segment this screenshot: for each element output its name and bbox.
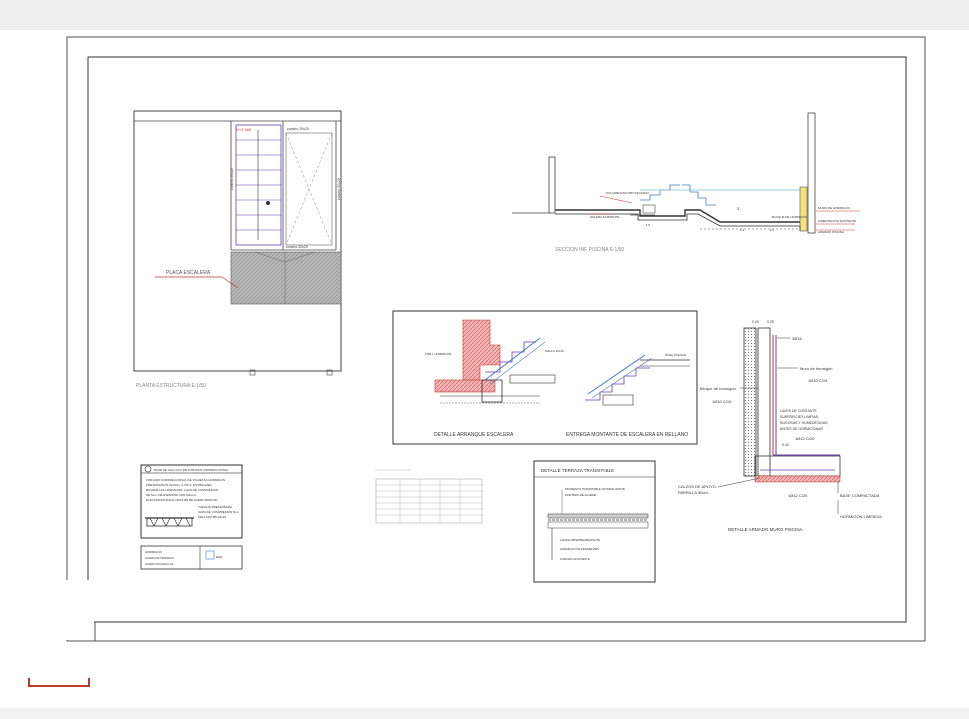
seccion-title: SECCION INF PISCINA E:1/50	[555, 247, 624, 253]
placa-escalera	[230, 251, 342, 305]
scale-bar-tick-left	[28, 678, 30, 687]
forjado-text-1: FORJADO UNIDIRECCIONAL DE VIGUETAS HORMI…	[146, 478, 225, 482]
terraza-title: DETALLE TERRAZA TRANSITABLE	[541, 468, 614, 473]
seccion-label-cimentacion: CIMENTACIÓN EXISTENTE	[818, 218, 856, 223]
schedule-table	[375, 469, 483, 524]
muro-limpieza-label: HORMIGON LIMPIEZA	[840, 514, 882, 519]
terraza-label-5: FORJADO EXISTENTE	[560, 557, 590, 561]
muro-parrilla-label: PARRILLA 50cm.	[678, 490, 709, 495]
muro-note-4: ANTES DE HORMIGONAR	[780, 427, 823, 431]
detalle-terraza: DETALLE TERRAZA TRANSITABLE PAVIMENTO TR…	[533, 460, 656, 583]
forjado-sub-2: CAPA DE COMPRESION 5cm.	[198, 510, 240, 514]
muro-dim-top-right: 0.25	[767, 320, 774, 324]
escalera-caption-left: DETALLE ARRANQUE ESCALERA	[434, 432, 514, 438]
scale-bar	[28, 685, 90, 687]
planta-estructura: N+2.480 zuncho 20x20 zuncho 20x20 zuncho…	[133, 110, 342, 389]
planta-label-mid: zuncho 20x20	[286, 245, 308, 249]
muro-rebar-base: 1Ø12 C/20	[788, 493, 808, 498]
forjado-sub-3: MALLAZO Ø5-15x15	[198, 515, 226, 519]
planta-label-top: zuncho 20x20	[287, 127, 309, 131]
escalera-label-malla: MALLA 15x15	[545, 349, 564, 353]
legend-side: EHE	[216, 555, 222, 559]
seccion-label-poliuretano: POLIURETANO PROYECTADO	[606, 191, 650, 195]
muro-bloque-label: Bloque de hormigón	[700, 386, 736, 391]
muro-rebar-right: 1Ø10 C/15	[808, 378, 828, 383]
forjado-sub-1: VIGUETA PRETENSADA	[198, 505, 232, 509]
bottom-bar	[0, 708, 969, 719]
legend-row-3: ACERO EN MALLAS	[145, 562, 173, 566]
forjado-text-4: DE 5cm. DE ESPESOR CON MALLA	[146, 493, 196, 497]
seccion-piscina: POLIURETANO PROYECTADO SOLERA EXISTENTE …	[512, 112, 860, 253]
seccion-label-solera: SOLERA EXISTENTE	[590, 215, 620, 219]
planta-title: PLANTA ESTRUCTURA E:1/50	[136, 383, 206, 389]
planta-nivel-label: N+2.480	[236, 127, 252, 132]
outer-frame	[66, 36, 926, 642]
terraza-label-2: MORTERO DE AGARRE	[565, 493, 596, 497]
muro-note-1: LAVES DE CONTANTE	[780, 409, 817, 413]
placa-escalera-label: PLACA ESCALERA	[166, 270, 211, 276]
detalle-escalera: FORJ. HORMIGÓN MALLA 15x15 NIVEL PISCINA…	[392, 310, 698, 445]
terraza-label-1: PAVIMENTO TRANSITABLE ANTIDESLIZANTE	[565, 487, 625, 491]
muro-rebar-top: 3Ø16	[792, 336, 803, 341]
scale-bar-tick-right	[88, 678, 90, 687]
muro-calzos-label: CALZOS DE APOYO	[678, 484, 716, 489]
muro-title: DETALLE ARMADO MURO PISCINA	[728, 527, 803, 532]
legend-row-1: HORMIGON	[145, 550, 162, 554]
muro-rebar-lower: 1Ø12 C/20	[795, 436, 815, 441]
terraza-label-3: LAMINA IMPERMEABILIZANTE	[560, 538, 600, 542]
muro-base-label: BASE COMPACTADA	[840, 493, 880, 498]
detalle-muro: 0.20 0.25 3Ø16 Muro de hormigón 1Ø10 C/1…	[678, 320, 882, 532]
terraza-label-4: HORMIGON DE PENDIENTES	[560, 547, 599, 551]
seccion-label-bloque: BLOQUE DE HORMIGÓN	[772, 214, 807, 219]
seccion-label-armado: ARMADO PISCINA	[818, 230, 844, 234]
top-bar	[0, 0, 969, 30]
forjado-text-5: ELECTROSOLDADA 15x15 Ø5 DE ACERO B500 SD	[146, 498, 218, 502]
forjado-detalle: BASE DE CALCULO DE FORJADO UNIDIRECCIONA…	[140, 464, 243, 539]
inner-frame	[87, 56, 907, 623]
muro-hormigon-label: Muro de hormigón	[800, 366, 832, 371]
forjado-header: BASE DE CALCULO DE FORJADO UNIDIRECCIONA…	[154, 468, 229, 472]
forjado-text-2: PRETENSADAS 20+5cm. A 70cm. ENTRE EJES	[146, 483, 212, 487]
planta-label-side-right: zuncho 20x20	[337, 178, 341, 200]
muro-dim-low: 0.40	[782, 443, 789, 447]
escalera-caption-right: ENTREGA MONTANTE DE ESCALERA EN RELLANO	[566, 432, 688, 438]
forjado-text-3: BOVEDILLAS HORMIGON, CAPA DE COMPRESION	[146, 488, 218, 492]
legend-box: HORMIGON ACERO EN BARRAS ACERO EN MALLAS…	[140, 545, 243, 570]
escalera-label-forjado: FORJ. HORMIGÓN	[425, 351, 451, 356]
seccion-level-2: 1,5	[646, 223, 651, 227]
escalera-label-nivel: NIVEL PISCINA	[665, 353, 686, 357]
muro-note-3: RUGOSAS Y HUMEDECIDAS,	[780, 421, 829, 425]
seccion-level-3: 2,7	[770, 228, 775, 232]
legend-row-2: ACERO EN BARRAS	[145, 556, 174, 560]
muro-note-2: SUPERFICIES LIMPIAS,	[780, 415, 819, 419]
muro-dim-top-left: 0.20	[752, 320, 759, 324]
seccion-level-1: 3	[737, 206, 740, 211]
seccion-label-muro: MURO DE HORMIGÓN	[818, 205, 850, 210]
muro-rebar-left: 1Ø10 C/15	[712, 399, 732, 404]
seccion-level-4: 1,2	[740, 228, 745, 232]
planta-label-side-left: zuncho 20x20	[230, 168, 234, 190]
